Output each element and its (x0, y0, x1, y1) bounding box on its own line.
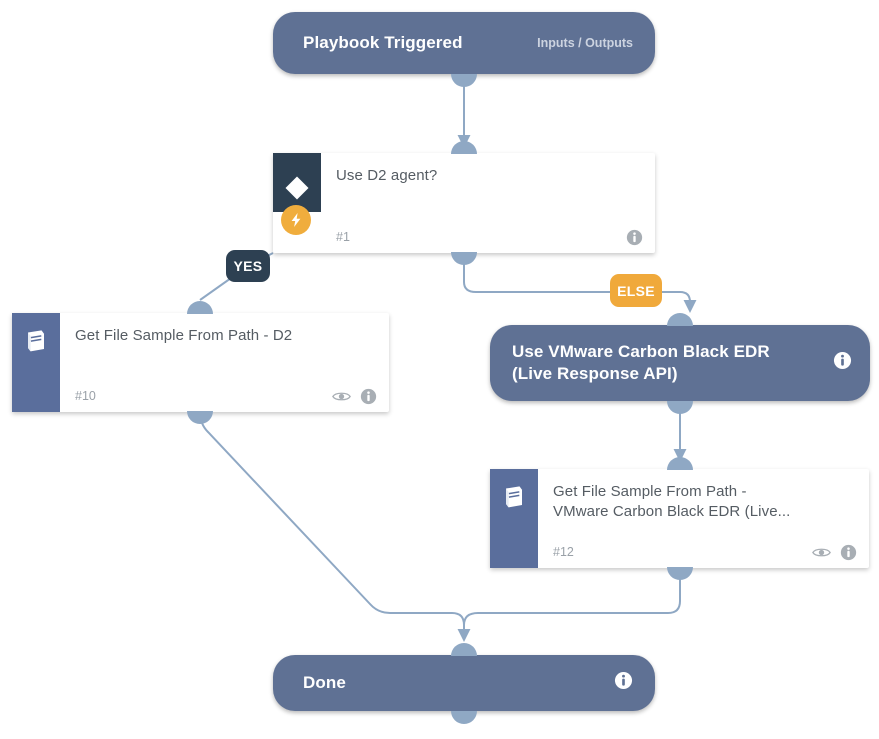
node-get-file-sample-d2[interactable]: Get File Sample From Path - D2 #10 (12, 313, 389, 412)
decision-title: Use D2 agent? (336, 167, 438, 184)
info-icon[interactable] (614, 671, 633, 690)
branch-yes-text: YES (233, 258, 263, 274)
port-subplaybook-bottom[interactable] (667, 401, 693, 414)
eye-icon[interactable] (812, 546, 831, 559)
action-d2-number: #10 (75, 389, 96, 403)
port-done-bottom[interactable] (451, 711, 477, 724)
done-title: Done (303, 672, 346, 692)
action-vmware-body: Get File Sample From Path - VMware Carbo… (538, 469, 869, 568)
edge-else-to-subplaybook (463, 257, 697, 313)
port-trigger-bottom[interactable] (451, 74, 477, 87)
edge-action-vmware-to-done (463, 570, 681, 640)
port-subplaybook-top[interactable] (667, 313, 693, 326)
port-action-vmware-bottom[interactable] (667, 567, 693, 580)
action-vmware-title-line2: VMware Carbon Black EDR (Live... (553, 502, 791, 520)
action-vmware-number: #12 (553, 545, 574, 559)
book-icon (28, 330, 44, 352)
action-d2-title: Get File Sample From Path - D2 (75, 327, 293, 344)
info-icon[interactable] (626, 229, 643, 246)
action-vmware-title-line1: Get File Sample From Path - (553, 483, 747, 500)
lightning-badge (281, 205, 311, 235)
action-d2-body: Get File Sample From Path - D2 #10 (60, 313, 389, 412)
edge-action-d2-to-done (199, 411, 471, 642)
lightning-icon (291, 213, 301, 227)
port-action-d2-top[interactable] (187, 301, 213, 314)
port-action-d2-bottom[interactable] (187, 411, 213, 424)
playbook-triggered-title: Playbook Triggered (303, 32, 463, 52)
node-done[interactable]: Done (273, 655, 655, 711)
decision-body: Use D2 agent? #1 (321, 153, 655, 253)
diamond-icon (285, 176, 309, 200)
port-done-top[interactable] (451, 643, 477, 656)
inputs-outputs-link[interactable]: Inputs / Outputs (537, 36, 633, 50)
info-icon[interactable] (360, 388, 377, 405)
node-subplaybook-vmware-carbon-black[interactable]: Use VMware Carbon Black EDR (Live Respon… (490, 325, 870, 401)
branch-label-else[interactable]: ELSE (610, 274, 662, 307)
branch-else-text: ELSE (617, 282, 655, 299)
subplaybook-title-line2: (Live Response API) (512, 364, 678, 383)
node-get-file-sample-vmware[interactable]: Get File Sample From Path - VMware Carbo… (490, 469, 869, 568)
book-icon (506, 486, 522, 508)
eye-icon[interactable] (332, 390, 351, 403)
subplaybook-title-line1: Use VMware Carbon Black EDR (512, 341, 770, 361)
port-decision-bottom[interactable] (451, 252, 477, 265)
info-icon[interactable] (840, 544, 857, 561)
action-d2-icon-rail (12, 313, 60, 412)
decision-icon-rail (273, 153, 321, 212)
decision-icons (626, 229, 643, 246)
action-vmware-icons (812, 544, 857, 561)
branch-label-yes[interactable]: YES (226, 250, 270, 282)
action-d2-icons (332, 388, 377, 405)
decision-number: #1 (336, 230, 350, 244)
info-icon[interactable] (833, 351, 852, 370)
action-vmware-icon-rail (490, 469, 538, 568)
node-decision-use-d2-agent[interactable]: Use D2 agent? #1 (273, 153, 655, 253)
node-playbook-triggered[interactable]: Playbook Triggered Inputs / Outputs (273, 12, 655, 74)
